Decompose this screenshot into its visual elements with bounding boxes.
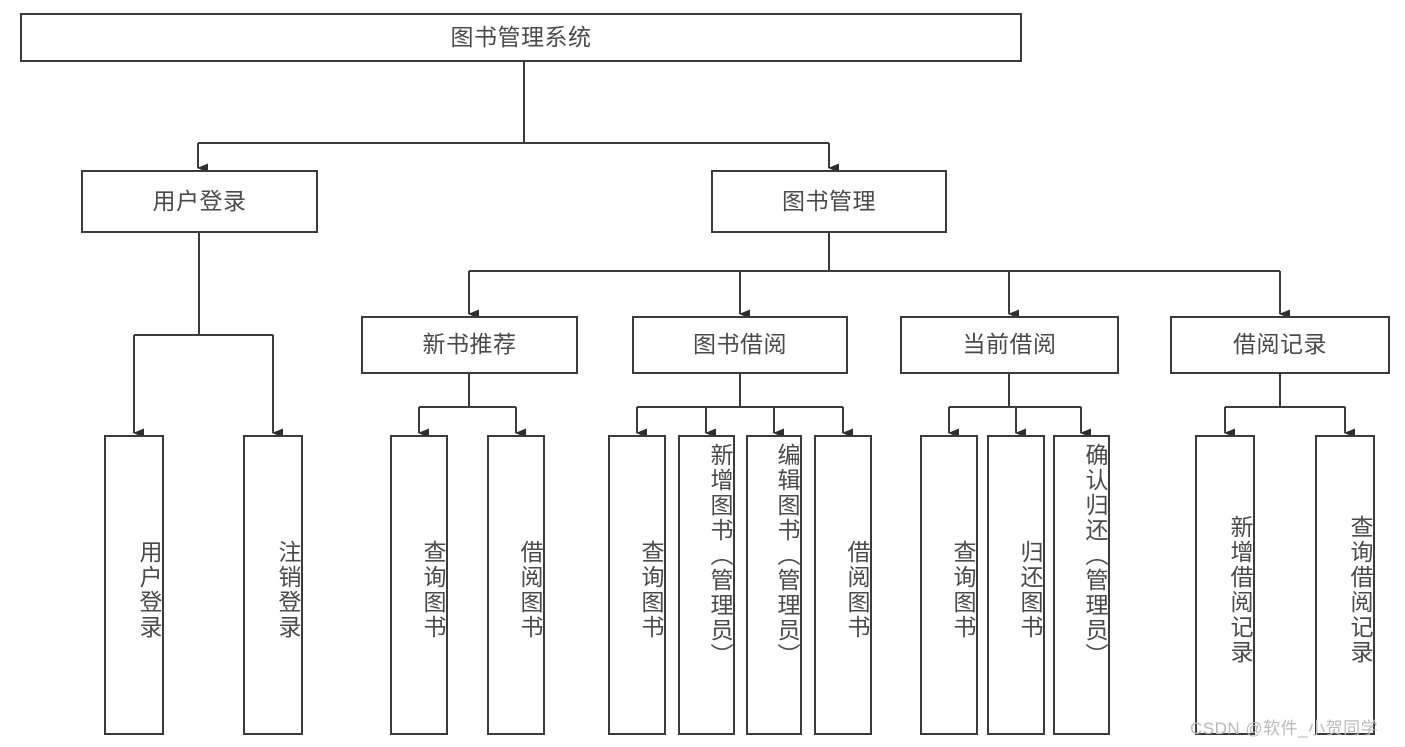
watermark-text: CSDN @软件_小贺同学	[1190, 719, 1379, 738]
leaf-borrow-book-borrow[interactable]: 借阅图书	[814, 435, 872, 735]
leaf-user-login[interactable]: 用户登录	[104, 435, 164, 735]
node-root[interactable]: 图书管理系统	[20, 13, 1022, 62]
leaf-query-borrow-record[interactable]: 查询借阅记录	[1315, 435, 1375, 735]
leaf-borrow-book-recommend[interactable]: 借阅图书	[487, 435, 545, 735]
leaf-add-borrow-record[interactable]: 新增借阅记录	[1195, 435, 1255, 735]
node-book-borrow[interactable]: 图书借阅	[632, 316, 848, 374]
leaf-add-book-admin[interactable]: 新增图书（管理员）	[678, 435, 735, 735]
node-new-book-recommend[interactable]: 新书推荐	[361, 316, 578, 374]
node-book-manage[interactable]: 图书管理	[711, 170, 947, 233]
leaf-query-book-borrow[interactable]: 查询图书	[608, 435, 666, 735]
leaf-query-book-current[interactable]: 查询图书	[920, 435, 978, 735]
leaf-logout-login[interactable]: 注销登录	[243, 435, 303, 735]
node-current-borrow[interactable]: 当前借阅	[900, 316, 1119, 374]
leaf-return-book[interactable]: 归还图书	[987, 435, 1045, 735]
leaf-confirm-return-admin[interactable]: 确认归还（管理员）	[1053, 435, 1110, 735]
leaf-query-book-recommend[interactable]: 查询图书	[390, 435, 448, 735]
node-user-login[interactable]: 用户登录	[81, 170, 318, 233]
leaf-edit-book-admin[interactable]: 编辑图书（管理员）	[746, 435, 802, 735]
node-borrow-record[interactable]: 借阅记录	[1170, 316, 1390, 374]
